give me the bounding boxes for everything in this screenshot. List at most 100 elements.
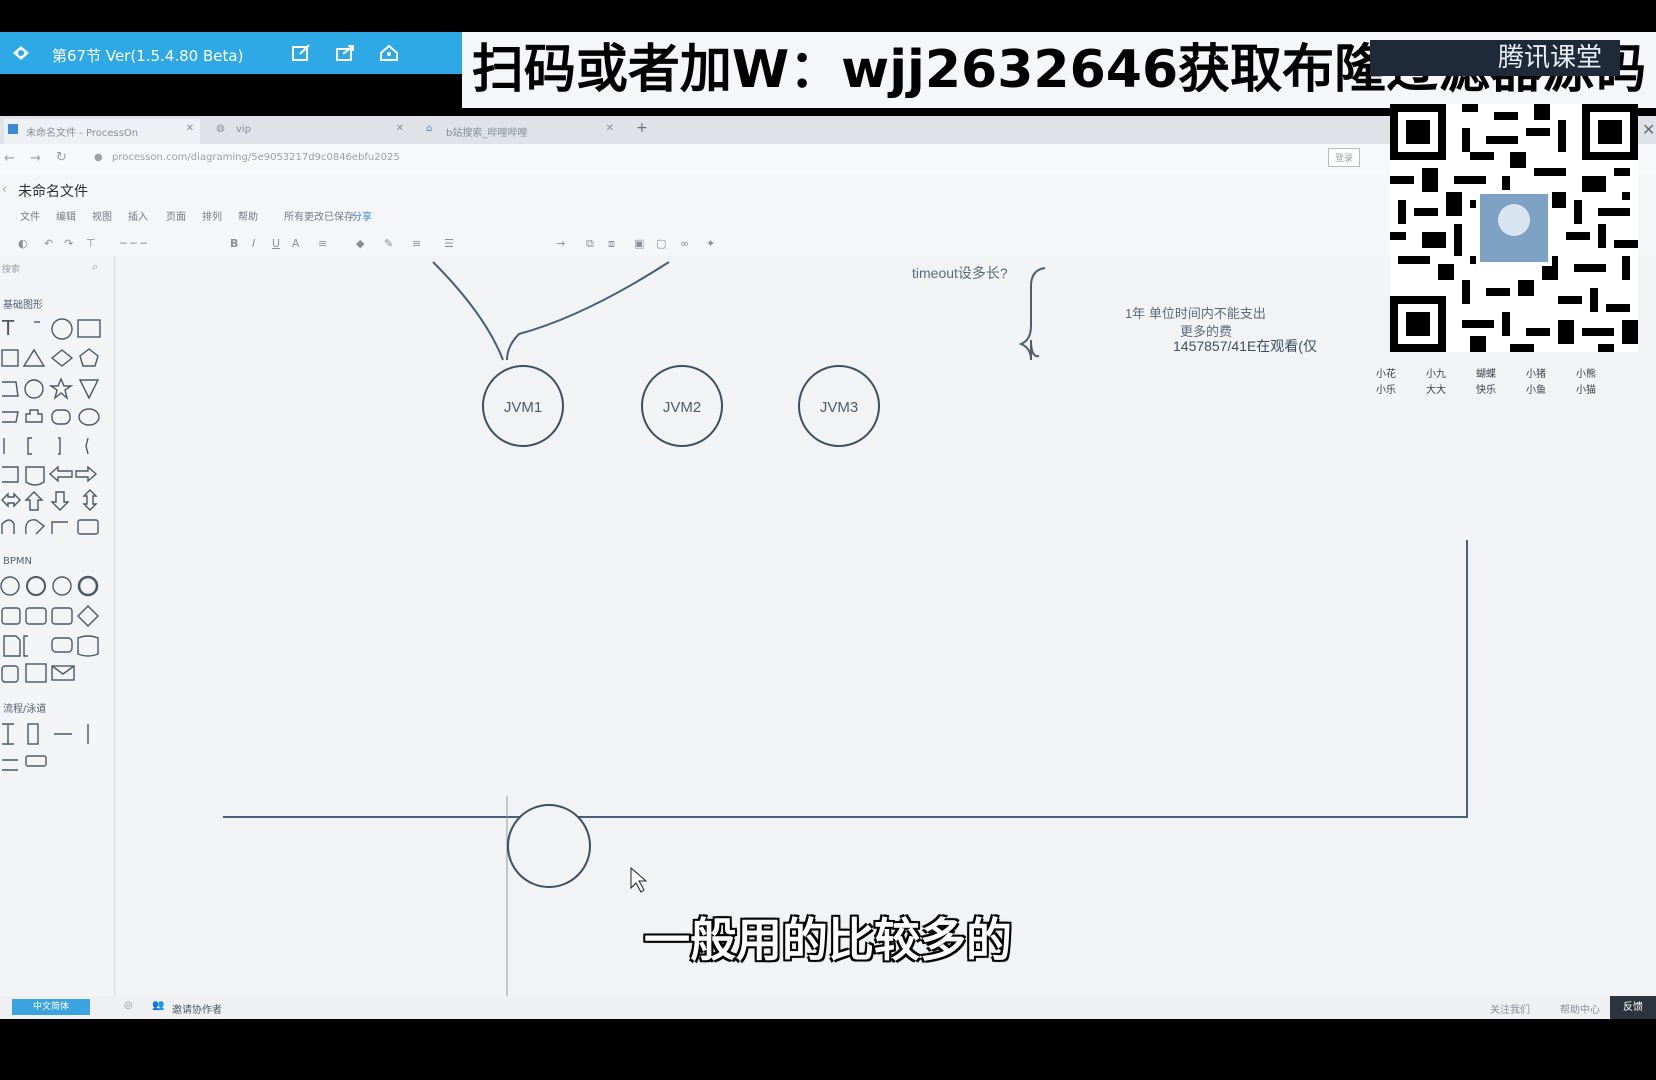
- qr-code: [1390, 104, 1638, 352]
- invite-collaborator-link[interactable]: 邀请协作者: [172, 1005, 222, 1016]
- address-bar: ← → ↻ ● processon.com/diagraming/5e90532…: [0, 144, 1656, 174]
- bold-icon[interactable]: B: [230, 237, 239, 250]
- login-button[interactable]: 登录: [1328, 148, 1361, 167]
- section-flow-lane[interactable]: 流程/泳道: [3, 704, 47, 715]
- link-icon[interactable]: ∞: [680, 237, 690, 250]
- node-jvm3-label: JVM3: [820, 399, 858, 416]
- shape-search-input[interactable]: 搜索: [2, 265, 21, 275]
- fill-icon[interactable]: ◆: [356, 237, 365, 250]
- format-painter-icon[interactable]: ◐: [18, 237, 28, 250]
- video-subtitle: 一般用的比较多的: [644, 913, 1012, 967]
- file-title[interactable]: 未命名文件: [18, 184, 88, 200]
- menu-help[interactable]: 帮助: [238, 212, 258, 223]
- tab-vip[interactable]: ◍ vip ✕: [210, 119, 410, 144]
- share-icon[interactable]: [334, 43, 356, 63]
- viewer-name: 蝴蝶: [1476, 369, 1496, 380]
- viewer-list: 小花 小九 蝴蝶 小猪 小熊 小乐 大大 快乐 小鱼 小猫: [1372, 363, 1620, 397]
- player-title-bar: 第67节 Ver(1.5.4.80 Beta): [0, 32, 462, 74]
- line-width-icon[interactable]: ☰: [444, 237, 454, 250]
- tab-label: vip: [236, 124, 252, 135]
- bilibili-favicon-icon: ⌂: [426, 123, 433, 134]
- clear-format-icon[interactable]: ⊤: [86, 237, 96, 250]
- viewer-name: 小乐: [1376, 385, 1396, 396]
- frame-lines[interactable]: [223, 540, 1468, 818]
- underline-icon[interactable]: U: [272, 237, 281, 250]
- section-bpmn[interactable]: BPMN: [3, 556, 32, 567]
- group-icon[interactable]: ⧉: [586, 237, 594, 250]
- viewer-name: 小熊: [1576, 369, 1596, 380]
- settings-icon[interactable]: ◎: [124, 1000, 133, 1011]
- undo-icon[interactable]: ↶: [44, 237, 54, 250]
- status-bar: 中文简体 ◎ 👥 邀请协作者 关注我们 帮助中心 反馈: [0, 996, 1656, 1019]
- back-icon[interactable]: ←: [4, 151, 15, 166]
- feedback-button[interactable]: 反馈: [1610, 996, 1656, 1019]
- help-center-link[interactable]: 帮助中心: [1560, 1005, 1600, 1016]
- italic-icon[interactable]: I: [252, 237, 256, 250]
- shape-library-sidebar: 搜索 ⌕ 基础图形 T: [0, 256, 115, 996]
- close-window-icon[interactable]: ✕: [1642, 120, 1656, 139]
- menu-file[interactable]: 文件: [20, 212, 40, 223]
- node-jvm2[interactable]: JVM2: [641, 365, 723, 447]
- browser-window: 未命名文件 - ProcessOn ✕ ◍ vip ✕ ⌂ b站搜索_哔哩哔哩 …: [0, 116, 1656, 1019]
- note-timeout: timeout设多长?: [912, 265, 1008, 281]
- note-line-2: 更多的费: [1180, 324, 1232, 339]
- node-jvm2-label: JVM2: [663, 399, 701, 416]
- svg-text:T: T: [1, 316, 15, 340]
- diagram-canvas[interactable]: JVM1 JVM2 JVM3 timeout设多长? 1年 单位时间内不能支出 …: [115, 256, 1656, 996]
- share-link[interactable]: 分享: [352, 212, 372, 223]
- font-select[interactable]: ─ ─ ─: [120, 237, 147, 250]
- menu-edit[interactable]: 编辑: [56, 212, 76, 223]
- empty-circle-node[interactable]: [507, 804, 591, 888]
- menu-arrange[interactable]: 排列: [202, 212, 222, 223]
- close-tab-icon[interactable]: ✕: [395, 123, 404, 134]
- line-color-icon[interactable]: ✎: [384, 237, 394, 250]
- note-line-1: 1年 单位时间内不能支出: [1125, 306, 1266, 321]
- viewer-name: 大大: [1426, 385, 1446, 396]
- wrench-icon[interactable]: ✦: [706, 237, 716, 250]
- font-color-icon[interactable]: A: [292, 237, 300, 250]
- lock-shape-icon[interactable]: ▣: [634, 237, 645, 250]
- processon-favicon-icon: [8, 124, 18, 134]
- line-style-icon[interactable]: ≡: [412, 237, 422, 250]
- unlock-shape-icon[interactable]: ▢: [656, 237, 667, 250]
- node-jvm3[interactable]: JVM3: [798, 365, 880, 447]
- arrow-icon[interactable]: →: [556, 237, 566, 250]
- tab-label: b站搜索_哔哩哔哩: [446, 128, 528, 139]
- menu-page[interactable]: 页面: [166, 212, 186, 223]
- ungroup-icon[interactable]: ⧈: [608, 237, 615, 250]
- viewer-name: 小猫: [1576, 385, 1596, 396]
- close-tab-icon[interactable]: ✕: [185, 123, 194, 134]
- globe-icon: ◍: [216, 123, 225, 134]
- forward-icon[interactable]: →: [30, 151, 41, 166]
- menu-view[interactable]: 视图: [92, 212, 112, 223]
- new-tab-icon[interactable]: +: [636, 120, 648, 136]
- connector-lines[interactable]: [432, 261, 670, 361]
- back-arrow-icon[interactable]: ‹: [2, 182, 7, 196]
- language-button[interactable]: 中文简体: [12, 999, 90, 1015]
- formatting-toolbar: ◐ ↶ ↷ ⊤ ─ ─ ─ B I U A ≡ ◆ ✎ ≡ ☰ → ⧉ ⧈ ▣ …: [0, 234, 1656, 256]
- section-basic-shapes[interactable]: 基础图形: [3, 300, 43, 311]
- tab-bilibili[interactable]: ⌂ b站搜索_哔哩哔哩 ✕: [420, 119, 620, 144]
- redo-icon[interactable]: ↷: [64, 237, 74, 250]
- viewer-name: 小花: [1376, 369, 1396, 380]
- brace-shape[interactable]: [1018, 267, 1046, 361]
- search-icon[interactable]: ⌕: [92, 260, 99, 273]
- edit-icon[interactable]: [290, 43, 312, 63]
- node-jvm1[interactable]: JVM1: [482, 365, 564, 447]
- save-status: 所有更改已保存: [284, 212, 354, 223]
- menu-insert[interactable]: 插入: [128, 212, 148, 223]
- close-tab-icon[interactable]: ✕: [605, 123, 614, 134]
- shape-palette[interactable]: T: [0, 312, 112, 792]
- app-header: ‹ 未命名文件 文件 编辑 视图 插入 页面 排列 帮助 所有更改已保存 分享: [0, 174, 1656, 234]
- viewer-name: 小猪: [1526, 369, 1546, 380]
- viewer-name: 小九: [1426, 369, 1446, 380]
- reload-icon[interactable]: ↻: [56, 150, 67, 165]
- tab-processon[interactable]: 未命名文件 - ProcessOn ✕: [4, 119, 200, 144]
- home-icon[interactable]: [378, 43, 400, 63]
- align-icon[interactable]: ≡: [318, 237, 328, 250]
- follow-us-link[interactable]: 关注我们: [1490, 1005, 1530, 1016]
- url-field[interactable]: processon.com/diagraming/5e9053217d9c084…: [112, 152, 400, 163]
- player-title: 第67节 Ver(1.5.4.80 Beta): [52, 47, 244, 65]
- node-jvm1-label: JVM1: [504, 399, 542, 416]
- tab-label: 未命名文件 - ProcessOn: [26, 128, 139, 139]
